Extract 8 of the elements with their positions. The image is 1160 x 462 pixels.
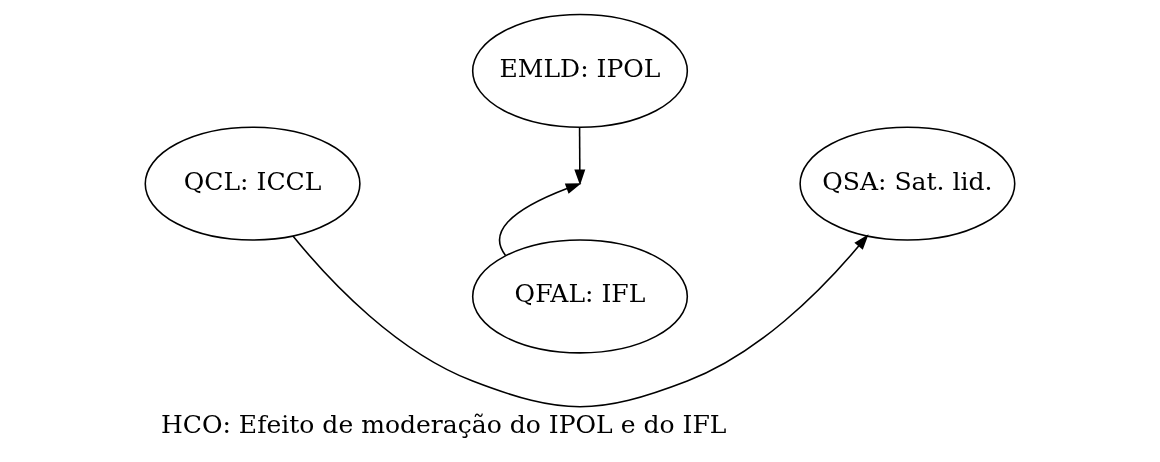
node-ellipse: QFAL: IFL [471,239,689,354]
arrow [574,126,586,186]
node-ellipse: EMLD: IPOL [471,13,689,129]
caption: HCO: Efeito de moderação do IPOL e do IFL [160,410,727,440]
node-ellipse: QSA: Sat. lid. [799,126,1016,241]
node-ellipse: QCL: ICCL [144,126,361,241]
arrow [292,234,869,408]
arrow [498,183,582,257]
